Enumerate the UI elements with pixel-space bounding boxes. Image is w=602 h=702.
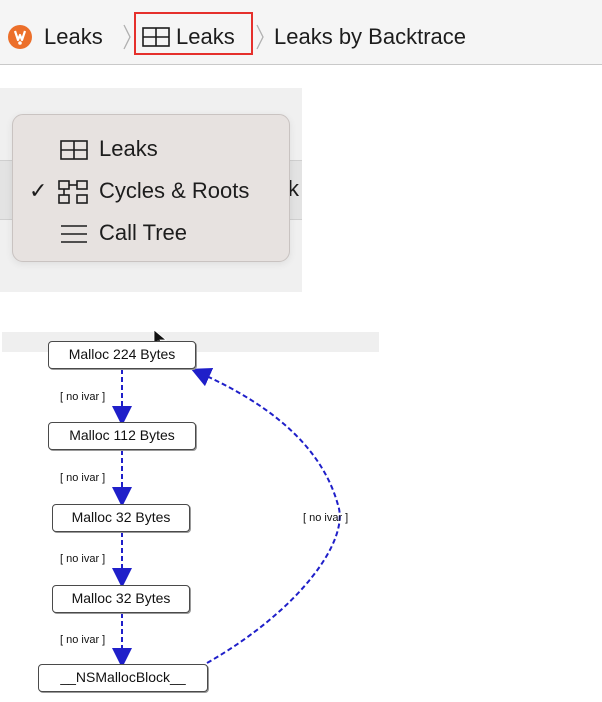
table-grid-icon xyxy=(142,27,170,47)
graph-edge-back xyxy=(190,367,341,664)
breadcrumb-item-app[interactable]: Leaks xyxy=(44,24,103,49)
cycle-graph-icon xyxy=(58,180,88,204)
graph-node[interactable]: Malloc 224 Bytes xyxy=(48,341,196,369)
graph-node[interactable]: Malloc 32 Bytes xyxy=(52,585,190,613)
menu-item-label: Cycles & Roots xyxy=(99,178,250,203)
list-lines-icon xyxy=(61,225,87,243)
menu-item-label: Leaks xyxy=(99,136,158,161)
menu-item-label: Call Tree xyxy=(99,220,188,245)
highlight-box xyxy=(134,12,253,55)
edge-label: [ no ivar ] xyxy=(60,634,106,646)
breadcrumb-separator-icon xyxy=(256,24,264,50)
graph-node[interactable]: Malloc 32 Bytes xyxy=(52,504,190,532)
obscured-text: k xyxy=(288,176,299,201)
view-menu: Leaks ✓ Cycles & Roots Call Tree xyxy=(12,114,290,262)
leaks-app-icon[interactable] xyxy=(8,25,32,49)
menu-item-cycles-roots[interactable]: ✓ Cycles & Roots xyxy=(13,171,291,211)
edge-label: [ no ivar ] xyxy=(60,553,106,565)
checkmark-icon: ✓ xyxy=(29,178,48,203)
breadcrumb-separator-icon xyxy=(123,24,131,50)
table-grid-icon xyxy=(60,140,88,160)
graph-node[interactable]: __NSMallocBlock__ xyxy=(38,664,208,692)
edge-label: [ no ivar ] xyxy=(60,391,106,403)
graph-node[interactable]: Malloc 112 Bytes xyxy=(48,422,196,450)
breadcrumb-item-leaks-by-backtrace[interactable]: Leaks by Backtrace xyxy=(274,24,466,49)
menu-item-call-tree[interactable]: Call Tree xyxy=(13,213,291,253)
breadcrumb-bar: Leaks Leaks Leaks by Backtrace xyxy=(0,0,602,65)
breadcrumb-item-leaks[interactable]: Leaks xyxy=(176,24,235,49)
menu-item-leaks[interactable]: Leaks xyxy=(13,129,291,169)
edge-label: [ no ivar ] xyxy=(303,512,349,524)
edge-label: [ no ivar ] xyxy=(60,472,106,484)
